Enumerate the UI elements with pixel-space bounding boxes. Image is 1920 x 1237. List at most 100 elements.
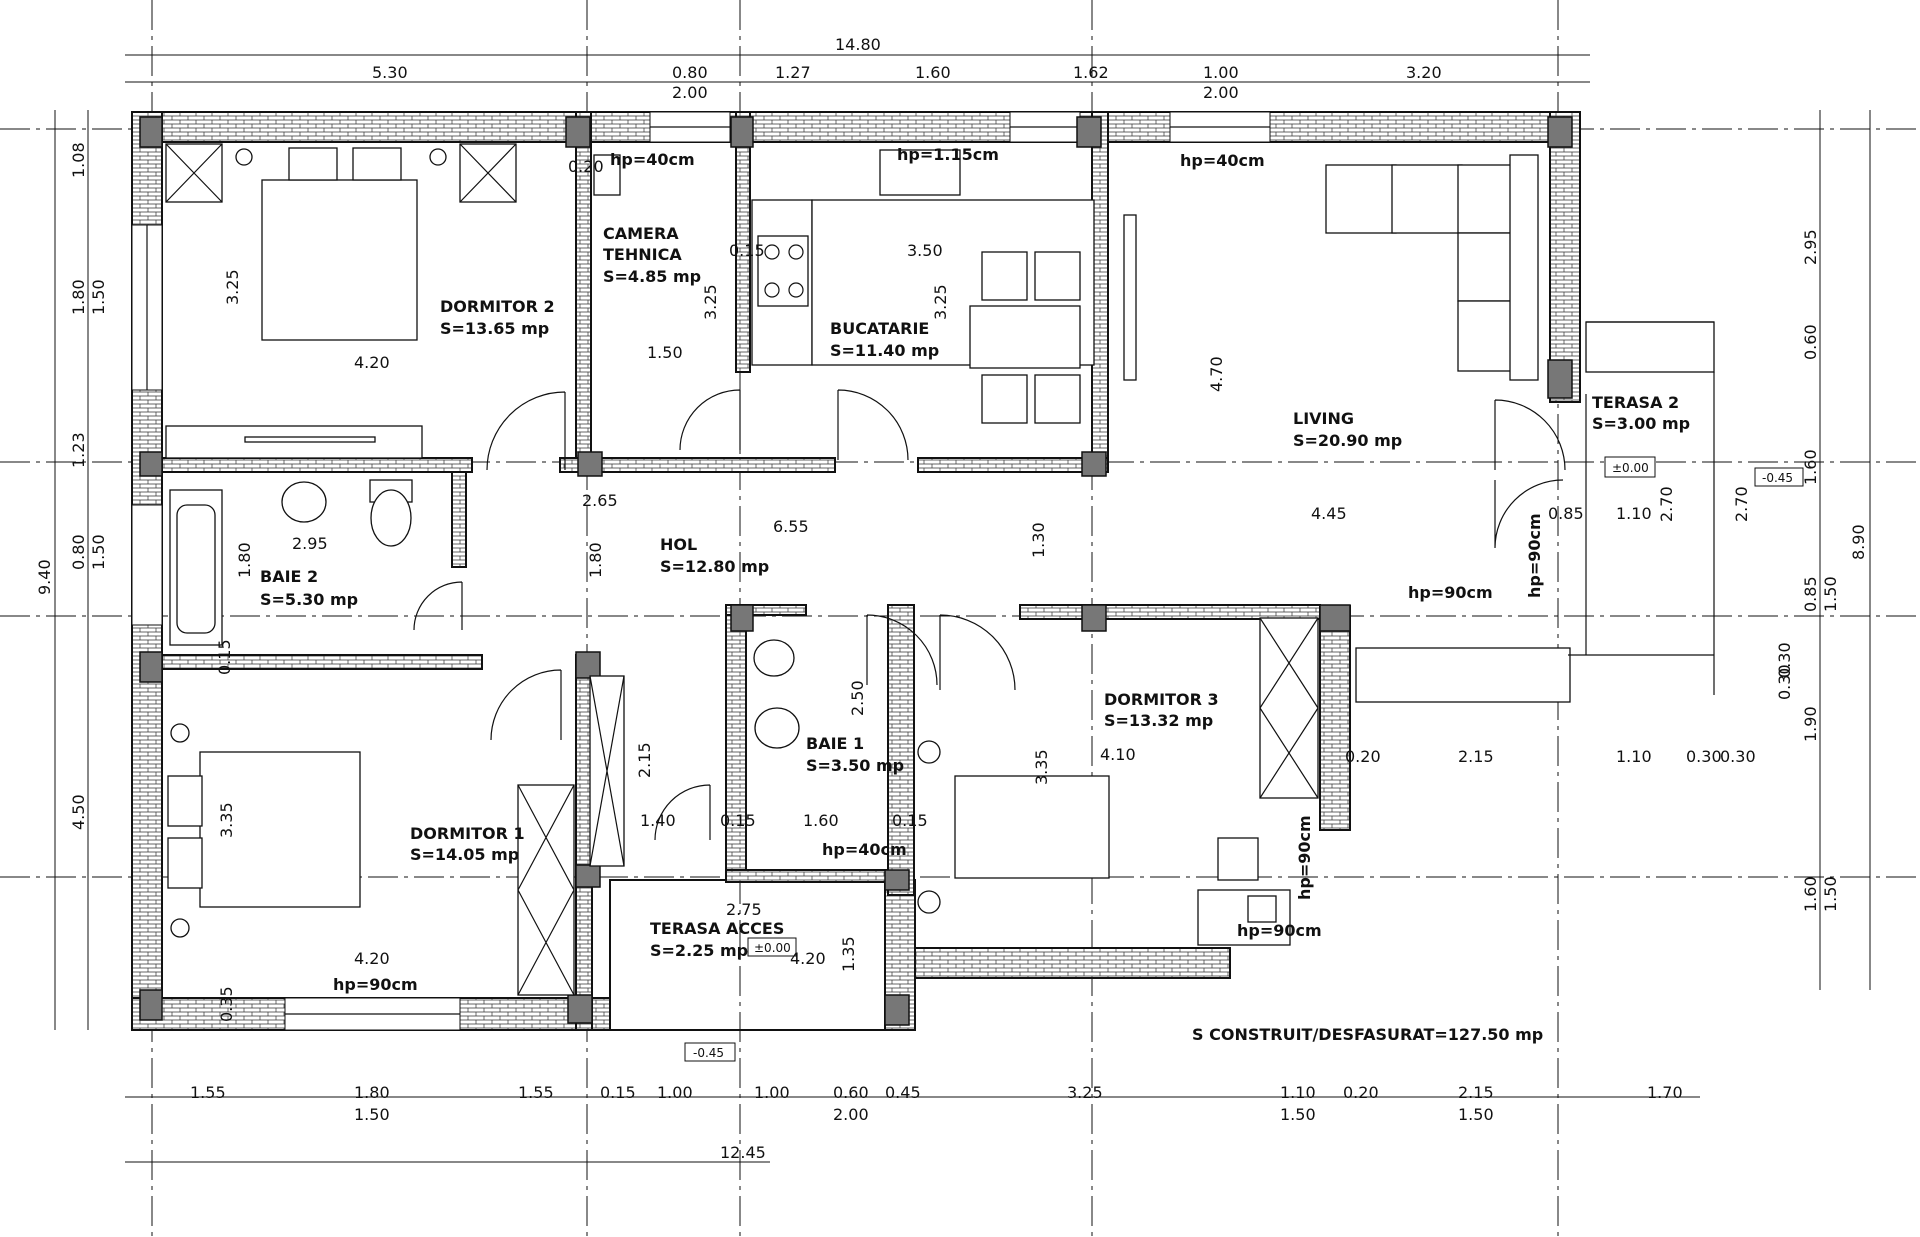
- dimension-label: 1.90: [1801, 706, 1820, 742]
- baie2-name: BAIE 2: [260, 567, 318, 586]
- dimension-label: 2.15: [635, 742, 654, 778]
- dimension-label: 3.35: [217, 802, 236, 838]
- dimension-label: 1.35: [839, 936, 858, 972]
- dimension-label: 3.50: [907, 241, 943, 260]
- dimension-label: 4.20: [354, 353, 390, 372]
- terasa-acces-name: TERASA ACCES: [650, 919, 784, 938]
- bucatarie-name: BUCATARIE: [830, 319, 929, 338]
- dimension-label: 0.60: [833, 1083, 869, 1102]
- dimension-label: 1.27: [775, 63, 811, 82]
- dimension-label: 4.45: [1311, 504, 1347, 523]
- dimension-label: hp=90cm: [1408, 583, 1493, 602]
- dimension-label: 2.65: [582, 491, 618, 510]
- summary-area: S CONSTRUIT/DESFASURAT=127.50 mp: [1192, 1025, 1543, 1044]
- dimension-label: 0.85: [1801, 576, 1820, 612]
- dimension-label: 1.50: [647, 343, 683, 362]
- dimension-label: 2.95: [292, 534, 328, 553]
- dimension-label: 5.30: [372, 63, 408, 82]
- dimension-label: 0.15: [600, 1083, 636, 1102]
- dimension-label: 4.50: [69, 794, 88, 830]
- dimension-label: 1.50: [1458, 1105, 1494, 1124]
- dimension-label: 1.40: [640, 811, 676, 830]
- dimension-label: 1.80: [69, 279, 88, 315]
- dimension-label: 4.10: [1100, 745, 1136, 764]
- dimension-label: 2.15: [1458, 1083, 1494, 1102]
- dimension-label: 0.85: [1548, 504, 1584, 523]
- dimension-label: hp=90cm: [1295, 815, 1314, 900]
- windows: [131, 111, 1271, 1031]
- dimension-label: 1.23: [69, 432, 88, 468]
- right-dimensions: 8.90 2.95 0.60 1.60 2.70 0.85 1.50 0.30 …: [1732, 229, 1868, 912]
- dimension-label: 3.25: [223, 269, 242, 305]
- dimension-label: 3.25: [931, 284, 950, 320]
- dimension-label: hp=40cm: [1180, 151, 1265, 170]
- dormitor1-name: DORMITOR 1: [410, 824, 525, 843]
- dimension-label: 1.80: [235, 542, 254, 578]
- dimension-label: 4.20: [790, 949, 826, 968]
- dimension-label: 0.20: [1343, 1083, 1379, 1102]
- dimension-label: 0.20: [1345, 747, 1381, 766]
- dimension-label: 1.80: [354, 1083, 390, 1102]
- dimension-label: 4.20: [354, 949, 390, 968]
- dimension-lines: [54, 54, 1871, 1163]
- dimension-label: 1.50: [1280, 1105, 1316, 1124]
- dimension-label: hp=90cm: [333, 975, 418, 994]
- level-marks: ±0.00 -0.45 ±0.00 -0.45: [684, 456, 1804, 1062]
- dimension-label: 0.30: [1775, 642, 1794, 678]
- doors: [413, 389, 1566, 841]
- dimension-label: 0.60: [1801, 324, 1820, 360]
- dimension-label: 3.25: [1067, 1083, 1103, 1102]
- dimension-label: 2.95: [1801, 229, 1820, 265]
- dormitor3-name: DORMITOR 3: [1104, 690, 1219, 709]
- dormitor2-name: DORMITOR 2: [440, 297, 555, 316]
- level-terasa-acces: ±0.00: [754, 941, 791, 955]
- columns: [139, 116, 1573, 1026]
- hol-area: S=12.80 mp: [660, 557, 769, 576]
- baie1-name: BAIE 1: [806, 734, 864, 753]
- level-outside-right: -0.45: [1762, 471, 1793, 485]
- dimension-label: 12.45: [720, 1143, 766, 1162]
- baie2-area: S=5.30 mp: [260, 590, 358, 609]
- dimension-label: 0.20: [568, 157, 604, 176]
- dimension-label: 3.35: [1032, 749, 1051, 785]
- dimension-label: 6.55: [773, 517, 809, 536]
- dimension-label: 2.70: [1732, 486, 1751, 522]
- dimension-label: 1.00: [754, 1083, 790, 1102]
- camera-name-2: TEHNICA: [603, 245, 682, 264]
- dimension-label: 2.70: [1657, 486, 1676, 522]
- bottom-dimensions: 1.55 1.80 1.55 0.15 1.00 1.00 0.60 0.45 …: [190, 1083, 1683, 1162]
- dimension-label: 1.10: [1616, 504, 1652, 523]
- level-terasa2: ±0.00: [1612, 461, 1649, 475]
- dimension-label: 0.80: [672, 63, 708, 82]
- dormitor1-area: S=14.05 mp: [410, 845, 519, 864]
- dimension-label: 1.55: [190, 1083, 226, 1102]
- dimension-label: 0.30: [1686, 747, 1722, 766]
- hol-name: HOL: [660, 535, 697, 554]
- dimension-label: 8.90: [1849, 524, 1868, 560]
- dimension-label: 9.40: [35, 559, 54, 595]
- camera-area: S=4.85 mp: [603, 267, 701, 286]
- furniture: [165, 143, 1715, 996]
- terasa-acces-area: S=2.25 mp: [650, 941, 748, 960]
- dimension-label: 0.30: [1775, 664, 1794, 700]
- dimension-label: 0.15: [720, 811, 756, 830]
- dimension-label: 2.50: [848, 680, 867, 716]
- camera-name-1: CAMERA: [603, 224, 679, 243]
- dimension-label: 0.15: [892, 811, 928, 830]
- dimension-label: 1.50: [89, 534, 108, 570]
- dimension-label: 0.15: [729, 241, 765, 260]
- room-labels: DORMITOR 2 S=13.65 mp CAMERA TEHNICA S=4…: [260, 224, 1690, 1044]
- dormitor2-area: S=13.65 mp: [440, 319, 549, 338]
- living-area: S=20.90 mp: [1293, 431, 1402, 450]
- dimension-label: 2.00: [833, 1105, 869, 1124]
- dimension-label: 2.00: [672, 83, 708, 102]
- dormitor3-area: S=13.32 mp: [1104, 711, 1213, 730]
- dimension-label: 1.00: [1203, 63, 1239, 82]
- top-dimensions: 14.80 5.30 0.80 1.27 1.60 1.62 1.00 3.20…: [372, 35, 1442, 102]
- dimension-label: 14.80: [835, 35, 881, 54]
- dimension-label: 2.00: [1203, 83, 1239, 102]
- dimension-label: hp=1.15cm: [897, 145, 999, 164]
- dimension-label: 1.62: [1073, 63, 1109, 82]
- dimension-label: 1.00: [657, 1083, 693, 1102]
